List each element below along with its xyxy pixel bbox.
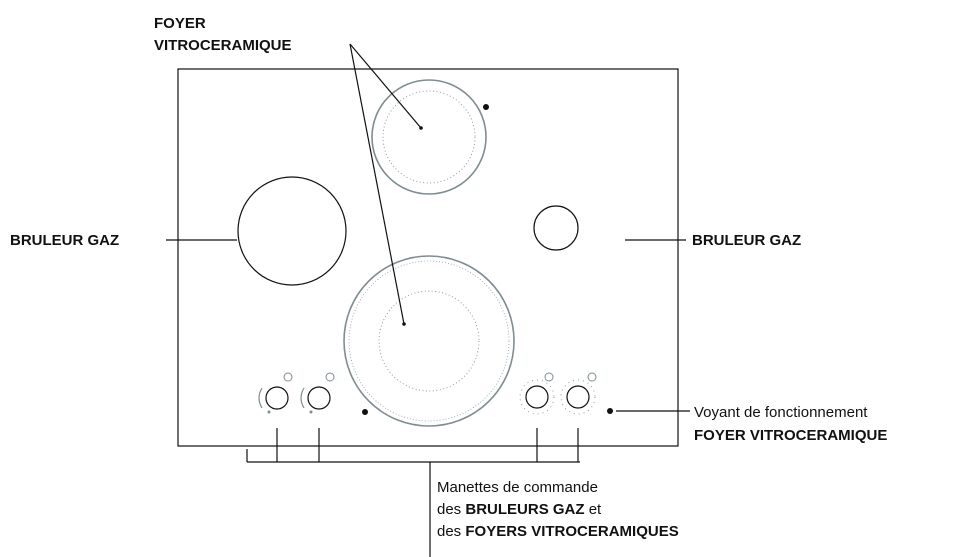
- label-manettes-line3-pre: des: [437, 523, 466, 540]
- leader-foyer-end-bottom: [402, 322, 406, 326]
- vitro-hob-bottom: [343, 255, 515, 427]
- leader-foyer-end-top: [419, 126, 423, 130]
- vitro-knob-1[interactable]: [519, 372, 555, 415]
- label-manettes-line2: des BRULEURS GAZ et: [437, 500, 601, 519]
- leader-foyer: [349, 43, 422, 325]
- gas-knob-1[interactable]: [258, 372, 293, 414]
- label-manettes-line3: des FOYERS VITROCERAMIQUES: [437, 522, 679, 541]
- indicator-dot-bottom: [362, 409, 368, 415]
- bracket-manettes: [246, 428, 580, 557]
- label-manettes-line1: Manettes de commande: [437, 479, 598, 496]
- label-bruleur-gaz-left: BRULEUR GAZ: [10, 232, 120, 249]
- label-manettes-line3-bold: FOYERS VITROCERAMIQUES: [465, 523, 679, 540]
- indicator-dot-right: [607, 408, 613, 414]
- vitro-knob-2[interactable]: [560, 372, 597, 415]
- label-manettes-line2-pre: des: [437, 501, 466, 518]
- label-manettes-line2-post: et: [584, 501, 602, 518]
- label-voyant-line2: FOYER VITROCERAMIQUE: [694, 427, 888, 444]
- gas-knob-2[interactable]: [300, 372, 335, 414]
- vitro-hob-top: [371, 79, 487, 195]
- indicator-dot-top: [483, 104, 489, 110]
- cooktop-outline: [177, 68, 679, 447]
- label-manettes-line2-bold: BRULEURS GAZ: [465, 501, 585, 518]
- gas-burner-left: [237, 176, 347, 286]
- label-foyer-line2: VITROCERAMIQUE: [154, 37, 292, 54]
- gas-burner-right: [533, 205, 579, 251]
- label-voyant-line1: Voyant de fonctionnement: [694, 404, 868, 421]
- label-foyer-line1: FOYER: [154, 15, 206, 32]
- label-bruleur-gaz-right: BRULEUR GAZ: [692, 232, 802, 249]
